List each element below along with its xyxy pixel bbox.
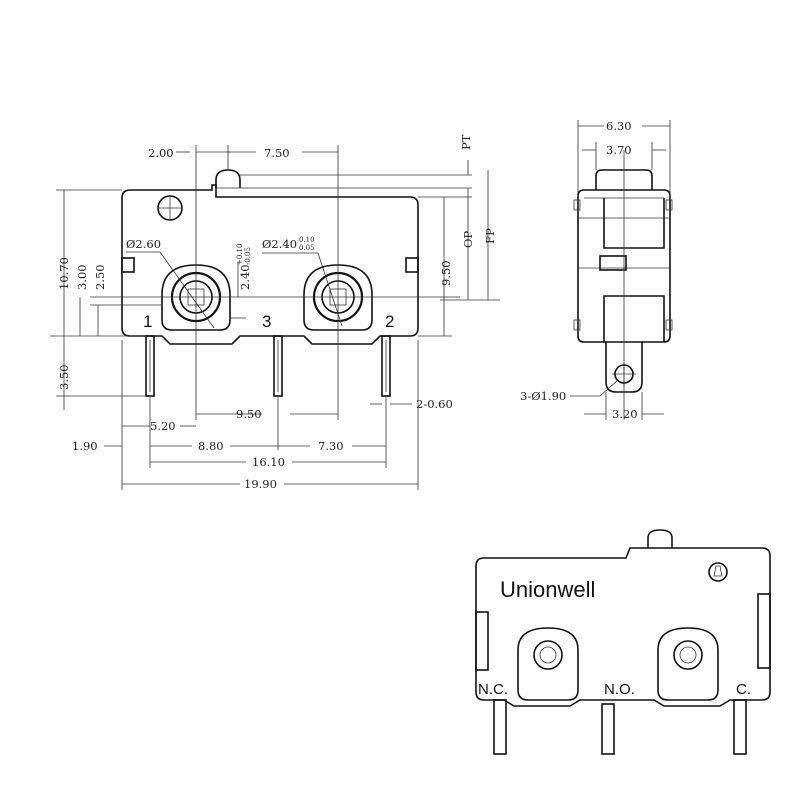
mount-boss-left	[161, 264, 231, 331]
product-side-slot-left	[475, 611, 489, 671]
side-slot	[599, 255, 627, 271]
pin-label-1: 1	[143, 312, 152, 331]
product-boss-left	[517, 627, 579, 701]
dim-3-00: 3.00	[75, 264, 89, 290]
product-hole-right-inner	[679, 646, 697, 664]
dim-3-70: 3.70	[606, 143, 632, 157]
label-pt: PT	[459, 134, 473, 150]
leader-3-1-90-diag	[599, 379, 619, 397]
product-hole-right-outer	[673, 640, 703, 670]
product-pin-nc	[493, 699, 507, 755]
front-view: 1 3 2 Ø2.60 Ø2.40 0.10 0.05 2.40 +0.10 -…	[50, 134, 500, 491]
side-body-outline	[577, 189, 671, 343]
terminal-label-c: C.	[736, 681, 751, 698]
product-body-outline	[475, 547, 771, 707]
product-pin-no	[601, 703, 615, 755]
label-hole-right: Ø2.40	[262, 237, 297, 251]
side-inner-upper	[603, 198, 665, 249]
dim-6-30: 6.30	[606, 119, 632, 133]
label-vertical-tol-bottom: -0.05	[244, 247, 252, 265]
mount-boss-right	[303, 264, 373, 331]
dim-10-70: 10.70	[57, 257, 71, 290]
dim-2-50: 2.50	[93, 264, 107, 290]
label-vertical-tol-top: +0.10	[236, 244, 244, 265]
product-hole-left-outer	[533, 640, 563, 670]
label-3-1-90: 3-Ø1.90	[520, 389, 566, 403]
label-vertical-dim-group: 2.40 +0.10 -0.05	[236, 244, 252, 290]
switch-body-outline	[121, 184, 419, 345]
side-nub-bottom	[573, 319, 581, 331]
dim-19-90: 19.90	[244, 477, 277, 491]
product-hole-left-inner	[539, 646, 557, 664]
side-nub-bottom-r	[665, 319, 673, 331]
dim-7-30: 7.30	[318, 439, 344, 453]
label-op: OP	[461, 231, 475, 248]
leader-hole-right-diag	[317, 252, 343, 327]
leader-hole-left-diag	[159, 251, 215, 329]
dim-9-50-bottom: 9.50	[236, 407, 262, 421]
side-nub-top-r	[665, 199, 673, 211]
product-view: Unionwell N.C. N.O. C.	[475, 529, 771, 755]
dim-7-50: 7.50	[264, 146, 290, 160]
label-hole-right-tol-top: 0.10	[299, 236, 315, 244]
actuator-button	[215, 169, 241, 188]
product-side-slot-right	[757, 593, 771, 669]
label-hole-right-tol-bottom: 0.05	[299, 244, 315, 252]
terminal-label-no: N.O.	[604, 681, 635, 698]
side-notch-right	[405, 257, 419, 273]
dim-5-20: 5.20	[150, 419, 176, 433]
dim-3-50: 3.50	[57, 364, 71, 390]
dim-3-20: 3.20	[612, 407, 638, 421]
dim-16-10: 16.10	[252, 455, 285, 469]
logo-stamp-icon	[708, 562, 728, 582]
dim-9-50-right: 9.50	[439, 260, 453, 286]
side-notch-left	[121, 257, 135, 273]
dim-8-80: 8.80	[198, 439, 224, 453]
pin-label-3: 3	[262, 312, 271, 331]
product-pin-c	[733, 699, 747, 755]
terminal-label-nc: N.C.	[478, 681, 508, 698]
dim-2-00: 2.00	[148, 146, 174, 160]
label-vertical-dim: 2.40	[238, 264, 252, 290]
label-hole-left: Ø2.60	[126, 237, 161, 251]
brand-text: Unionwell	[500, 577, 595, 602]
side-nub-top	[573, 199, 581, 211]
side-inner-lower	[603, 295, 665, 342]
dim-2-0-60: 2-0.60	[416, 397, 453, 411]
label-fp: FP	[483, 228, 497, 244]
side-view: 6.30 3.70 3-Ø1.90 3.20	[520, 119, 673, 421]
logo-stamp-mark-icon	[713, 565, 723, 577]
pin-label-2: 2	[385, 312, 394, 331]
product-boss-right	[657, 627, 719, 701]
dim-1-90: 1.90	[72, 439, 98, 453]
product-actuator	[647, 529, 673, 548]
